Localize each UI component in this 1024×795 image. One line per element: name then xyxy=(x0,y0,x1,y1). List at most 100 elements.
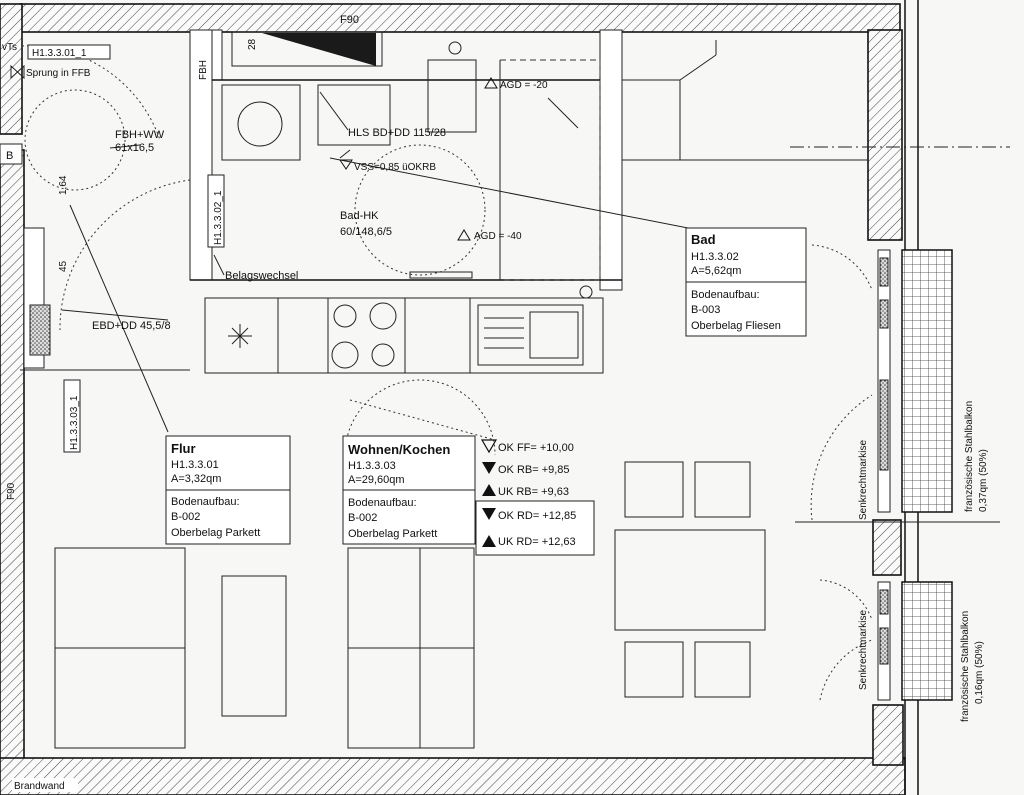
dim-164: 1,64 xyxy=(58,175,69,195)
level-filled-down-icon xyxy=(482,508,496,520)
room-belag: Oberbelag Parkett xyxy=(171,527,260,539)
level-text: OK RD= +12,85 xyxy=(498,510,576,522)
kitchen-counter xyxy=(204,297,604,374)
fbh-size-label: 61x16,5 xyxy=(115,142,154,154)
room-stamp-bad: Bad H1.3.3.02 A=5,62qm Bodenaufbau: B-00… xyxy=(685,227,807,337)
room-aufbau-code: B-002 xyxy=(348,512,377,524)
balcony-upper-area: 0,37qm (50%) xyxy=(978,449,989,512)
brandwand-label: Brandwand xyxy=(14,781,65,792)
awning-label-lower: Senkrechtmarkise xyxy=(858,610,869,690)
dim-45: 45 xyxy=(58,260,69,272)
level-text: UK RD= +12,63 xyxy=(498,536,576,548)
balcony-grid-upper xyxy=(901,249,953,513)
door-tag-top: H1.3.3.01_1 xyxy=(32,48,87,59)
room-name: Flur xyxy=(171,441,196,456)
vts-label: vTs xyxy=(2,42,17,53)
balcony-lower-label: französische Stahlbalkon xyxy=(960,611,971,722)
coffee-table xyxy=(221,575,287,717)
wall-bottom xyxy=(0,757,906,795)
wall-right-lower xyxy=(872,704,904,766)
fbh-ww-label: FBH+WW xyxy=(115,129,165,141)
room-area: A=5,62qm xyxy=(691,265,741,277)
room-name: Wohnen/Kochen xyxy=(348,442,450,457)
door-swings xyxy=(21,45,873,701)
room-stamp-flur: Flur H1.3.3.01 A=3,32qm Bodenaufbau: B-0… xyxy=(165,435,291,545)
bad-heater xyxy=(409,271,473,279)
dining-table xyxy=(614,529,766,631)
vss-marker xyxy=(339,159,353,170)
wc-cistern-panel xyxy=(231,31,383,67)
agd-marker-2 xyxy=(457,229,471,241)
agd-label-2: AGD = -40 xyxy=(474,231,522,242)
dim-28: 28 xyxy=(247,38,258,50)
fire-rating-left: F90 xyxy=(6,482,17,500)
hls-label: HLS BD+DD 115/28 xyxy=(348,127,446,139)
exterior-walls xyxy=(0,0,919,795)
level-text: OK RB= +9,85 xyxy=(498,464,570,476)
hob-burner xyxy=(331,341,359,369)
balcony-lower-area: 0,16qm (50%) xyxy=(974,641,985,704)
balconies xyxy=(795,249,1000,701)
level-annotations: OK FF= +10,00 OK RB= +9,85 UK RB= +9,63 … xyxy=(475,439,595,556)
grid-axis-b: B xyxy=(6,150,13,162)
agd-label-1: AGD = -20 xyxy=(500,80,548,91)
room-id: H1.3.3.01 xyxy=(171,459,219,471)
room-belag: Oberbelag Fliesen xyxy=(691,320,781,332)
shaft-speckle xyxy=(29,304,51,356)
grid-axis-b-box xyxy=(0,143,23,165)
wall-right-mid xyxy=(872,519,902,576)
chair xyxy=(694,641,751,698)
bad-hk-label: Bad-HK xyxy=(340,210,379,222)
room-id: H1.3.3.02 xyxy=(691,251,739,263)
bed-area xyxy=(622,40,1010,161)
fire-rating-top: F90 xyxy=(340,14,359,26)
door-tag-flur-box xyxy=(63,379,81,453)
bad-hk-size: 60/148,6/5 xyxy=(340,226,392,238)
room-id: H1.3.3.03 xyxy=(348,460,396,472)
toilet xyxy=(427,59,477,133)
level-row: UK RD= +12,63 xyxy=(482,535,576,548)
sink xyxy=(477,304,584,366)
chair xyxy=(624,641,684,698)
room-aufbau-label: Bodenaufbau: xyxy=(171,496,240,508)
level-row: OK RD= +12,85 xyxy=(482,508,576,522)
bathroom-fixtures xyxy=(221,31,601,299)
room-name: Bad xyxy=(691,232,716,247)
room-area: A=29,60qm xyxy=(348,474,405,486)
level-row: OK RB= +9,85 xyxy=(482,462,570,476)
wall-right-upper xyxy=(867,29,903,241)
level-row: OK FF= +10,00 xyxy=(480,439,574,454)
ebd-label: EBD+DD 45,5/8 xyxy=(92,320,171,332)
sprung-label: Sprung in FFB xyxy=(26,68,91,79)
shower-area xyxy=(499,59,601,281)
door-tag-top-box xyxy=(27,44,111,60)
awning-label-upper: Senkrechtmarkise xyxy=(858,440,869,520)
room-aufbau-code: B-002 xyxy=(171,511,200,523)
hob-burner xyxy=(371,343,395,367)
belagswechsel-label: Belagswechsel xyxy=(225,270,298,282)
vss-label: VSS=0,85 üOKRB xyxy=(354,162,436,173)
room-aufbau-label: Bodenaufbau: xyxy=(348,497,417,509)
room-belag: Oberbelag Parkett xyxy=(348,528,437,540)
balcony-grid-lower xyxy=(901,581,953,701)
door-tag-flur: H1.3.3.03_1 xyxy=(69,395,80,450)
chair xyxy=(694,461,751,518)
extractor-symbol xyxy=(228,324,252,348)
door-tag-bad-box xyxy=(207,174,225,248)
furniture xyxy=(54,461,766,749)
level-filled-up-icon xyxy=(482,484,496,496)
level-text: UK RB= +9,63 xyxy=(498,486,569,498)
fbh-small: FBH xyxy=(198,60,209,80)
room-stamp-wohnen: Wohnen/Kochen H1.3.3.03 A=29,60qm Bodena… xyxy=(342,435,476,545)
level-row: UK RB= +9,63 xyxy=(482,484,569,498)
washbasin xyxy=(237,101,283,147)
hob-burner xyxy=(369,302,397,330)
sprung-icon xyxy=(10,64,25,80)
door-tag-bad: H1.3.3.02_1 xyxy=(213,190,224,245)
cistern-dark-wedge xyxy=(262,33,376,66)
balcony-upper-label: französische Stahlbalkon xyxy=(964,401,975,512)
wall-top xyxy=(19,3,901,33)
hob-burner xyxy=(333,304,357,328)
chair xyxy=(624,461,684,518)
